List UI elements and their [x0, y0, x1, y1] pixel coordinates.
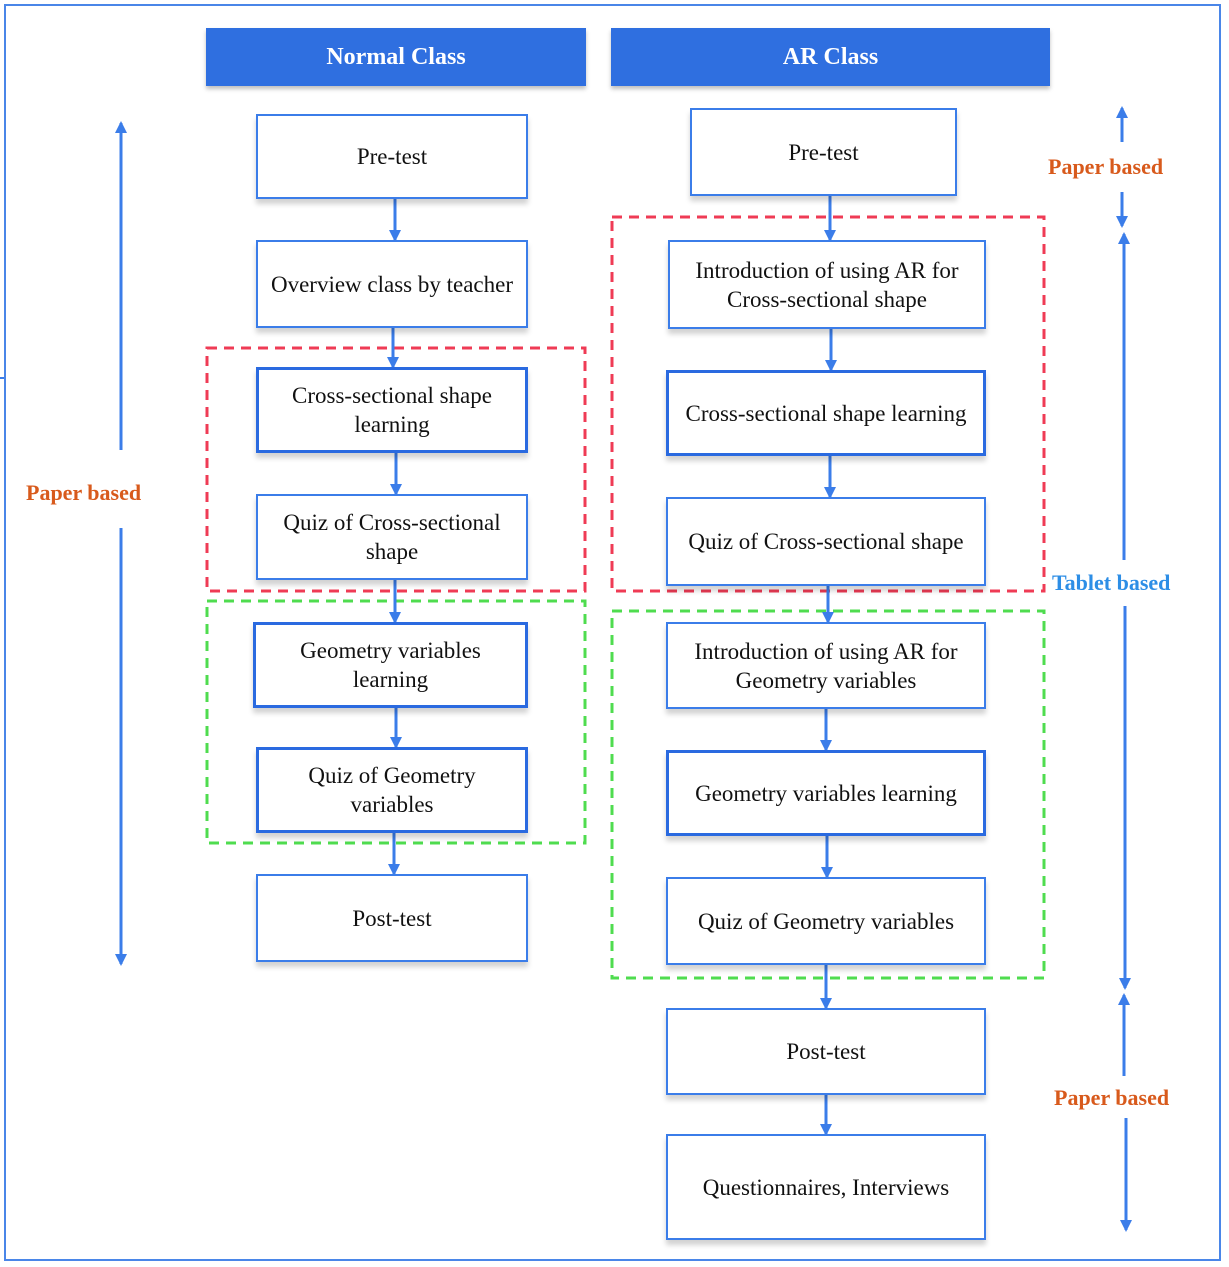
- ar-step-post-test: Post-test: [666, 1008, 986, 1095]
- ar-step-intro-geometry: Introduction of using AR for Geometry va…: [666, 622, 986, 709]
- ar-tablet-based-label: Tablet based: [1052, 570, 1171, 595]
- ar-paper-based-top-label: Paper based: [1048, 154, 1164, 179]
- normal-step-post-test: Post-test: [256, 874, 528, 962]
- normal-paper-based-label: Paper based: [26, 480, 142, 505]
- normal-step-cross-section-learning: Cross-sectional shape learning: [256, 367, 528, 453]
- normal-step-pre-test: Pre-test: [256, 114, 528, 199]
- ar-step-questionnaires: Questionnaires, Interviews: [666, 1134, 986, 1240]
- diagram-frame: [4, 4, 1221, 1261]
- normal-cross-section-group: [205, 346, 587, 593]
- ar-step-geometry-quiz: Quiz of Geometry variables: [666, 877, 986, 965]
- ar-paper-based-bottom-label: Paper based: [1054, 1085, 1170, 1110]
- ar-step-cross-section-learning: Cross-sectional shape learning: [666, 370, 986, 456]
- normal-step-overview: Overview class by teacher: [256, 240, 528, 328]
- normal-step-geometry-quiz: Quiz of Geometry variables: [256, 747, 528, 833]
- ar-step-intro-cross-section: Introduction of using AR for Cross-secti…: [668, 240, 986, 329]
- normal-step-cross-section-quiz: Quiz of Cross-sectional shape: [256, 494, 528, 580]
- ar-geometry-group: [610, 609, 1046, 980]
- ar-step-pre-test: Pre-test: [690, 108, 957, 196]
- normal-step-geometry-learning: Geometry variables learning: [253, 622, 528, 708]
- ar-step-geometry-learning: Geometry variables learning: [666, 750, 986, 836]
- ar-step-cross-section-quiz: Quiz of Cross-sectional shape: [666, 497, 986, 586]
- ar-class-header: AR Class: [611, 28, 1050, 86]
- normal-class-header: Normal Class: [206, 28, 586, 86]
